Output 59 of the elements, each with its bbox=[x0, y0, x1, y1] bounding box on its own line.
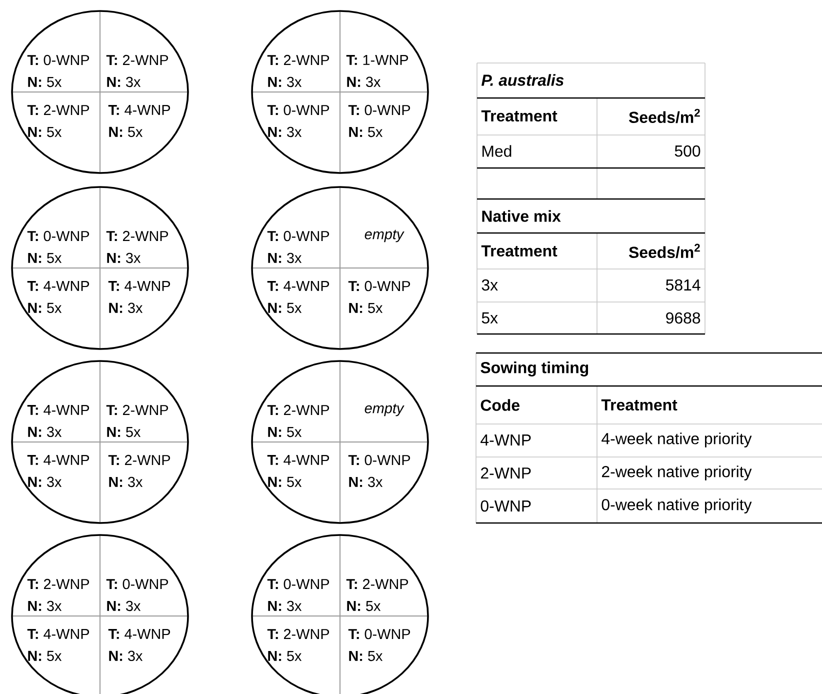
table-entry: 5x bbox=[482, 312, 498, 324]
treatment-label: T: 2-WNP N: 5x bbox=[106, 404, 168, 438]
treatment-label: T: 4-WNP N: 3x bbox=[27, 455, 90, 487]
table-title: P. australis bbox=[481, 74, 564, 86]
treatment-label: T: 4-WNP N: 5x bbox=[267, 281, 330, 313]
table-title: Native mix bbox=[482, 210, 561, 222]
plot-circle bbox=[11, 360, 189, 524]
treatment-label: T: 2-WNP N: 5x bbox=[267, 628, 330, 662]
column-header: Seeds/m$^{2}$ bbox=[628, 244, 700, 258]
column-header: Treatment bbox=[481, 110, 558, 122]
treatment-label: T: 0-WNP N: 5x bbox=[27, 54, 90, 88]
column-header: Treatment bbox=[601, 399, 678, 411]
empty-label: empty bbox=[364, 404, 404, 416]
treatment-label: T: 2-WNP N: 3x bbox=[106, 54, 168, 88]
treatment-label: T: 0-WNP N: 5x bbox=[27, 230, 90, 264]
table-entry: 2-week native priority bbox=[602, 466, 752, 480]
treatment-label: T: 0-WNP N: 3x bbox=[267, 104, 330, 138]
table-entry: 0-week native priority bbox=[602, 498, 752, 514]
treatment-label: T: 2-WNP N: 5x bbox=[267, 404, 330, 438]
treatment-label: T: 4-WNP N: 3x bbox=[108, 281, 170, 313]
treatment-label: T: 4-WNP N: 5x bbox=[267, 455, 330, 487]
table-entry: Med bbox=[482, 145, 512, 157]
plot-circle bbox=[11, 10, 189, 174]
table-entry: 500 bbox=[674, 145, 700, 157]
plot-circle bbox=[251, 10, 429, 174]
treatment-label: T: 0-WNP N: 5x bbox=[348, 104, 410, 138]
table-entry: 3x bbox=[482, 279, 498, 291]
treatment-label: T: 2-WNP N: 3x bbox=[27, 578, 90, 612]
treatment-label: T: 4-WNP N: 5x bbox=[108, 105, 170, 137]
plot-circle bbox=[251, 360, 429, 524]
table-entry: 9688 bbox=[666, 312, 700, 324]
treatment-label: T: 2-WNP N: 5x bbox=[27, 104, 90, 138]
treatment-label: T: 4-WNP N: 3x bbox=[108, 629, 170, 661]
plot-circle bbox=[11, 186, 189, 350]
treatment-label: T: 0-WNP N: 5x bbox=[348, 628, 410, 662]
treatment-label: T: 0-WNP N: 3x bbox=[267, 230, 330, 264]
table-entry: 2-WNP bbox=[481, 467, 531, 479]
treatment-label: T: 0-WNP N: 3x bbox=[348, 454, 410, 488]
table-entry: 5814 bbox=[666, 279, 700, 291]
plot-circle bbox=[251, 186, 429, 350]
treatment-label: T: 1-WNP N: 3x bbox=[346, 55, 408, 87]
treatment-label: T: 2-WNP N: 3x bbox=[267, 54, 330, 88]
treatment-label: T: 4-WNP N: 5x bbox=[27, 629, 90, 661]
treatment-label: T: 0-WNP N: 5x bbox=[348, 280, 410, 314]
treatment-label: T: 4-WNP N: 5x bbox=[27, 281, 90, 313]
table-entry: 4-WNP bbox=[480, 434, 531, 446]
treatment-label: T: 2-WNP N: 3x bbox=[106, 230, 168, 264]
empty-label: empty bbox=[364, 230, 404, 242]
column-header: Treatment bbox=[481, 245, 558, 257]
column-header: Code bbox=[480, 399, 520, 411]
treatment-label: T: 0-WNP N: 3x bbox=[267, 578, 330, 612]
table-entry: 0-WNP bbox=[480, 500, 531, 512]
column-header: Seeds/m$^{2}$ bbox=[628, 108, 700, 124]
treatment-label: T: 4-WNP N: 3x bbox=[27, 405, 90, 437]
table-title: Sowing timing bbox=[480, 362, 588, 376]
table-entry: 4-week native priority bbox=[602, 432, 752, 448]
treatment-label: T: 2-WNP N: 3x bbox=[108, 454, 170, 488]
treatment-label: T: 2-WNP N: 5x bbox=[346, 578, 408, 612]
treatment-label: T: 0-WNP N: 3x bbox=[106, 578, 168, 612]
